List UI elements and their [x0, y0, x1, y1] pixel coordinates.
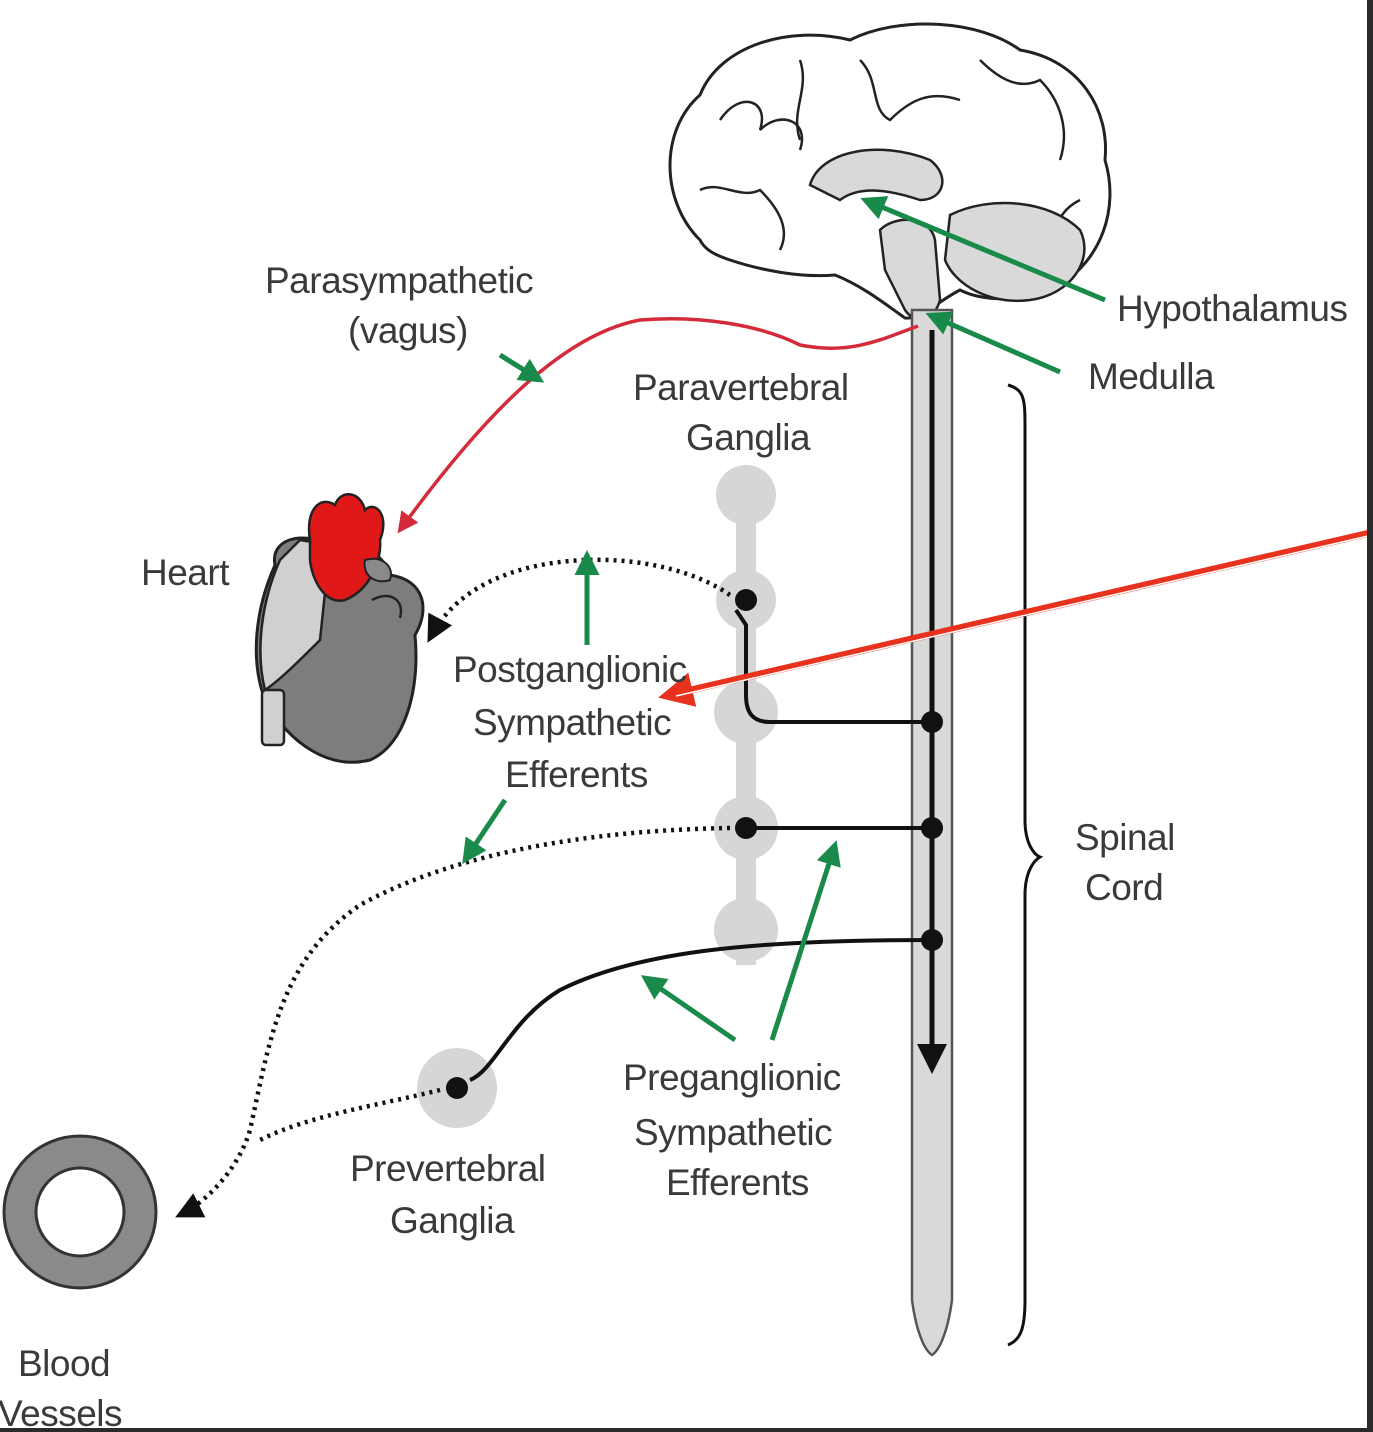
- label-postganglionic-3: Efferents: [505, 749, 648, 801]
- label-spinal-1: Spinal: [1075, 812, 1175, 864]
- label-paravertebral-1: Paravertebral: [633, 362, 849, 414]
- vagus-nerve: [400, 319, 918, 530]
- label-heart: Heart: [141, 547, 229, 599]
- label-hypothalamus: Hypothalamus: [1117, 283, 1348, 335]
- label-postganglionic-1: Postganglionic: [453, 644, 687, 696]
- label-spinal-2: Cord: [1085, 862, 1163, 914]
- label-preganglionic-1: Preganglionic: [623, 1052, 841, 1104]
- label-preganglionic-2: Sympathetic: [634, 1107, 832, 1159]
- label-postganglionic-2: Sympathetic: [473, 697, 671, 749]
- label-vessels: Vessels: [0, 1388, 122, 1432]
- frame-border-bottom: [0, 1428, 1373, 1432]
- paravertebral-ganglia-chain: [714, 465, 778, 965]
- label-vagus: (vagus): [348, 305, 468, 357]
- label-parasympathetic: Parasympathetic: [265, 255, 533, 307]
- label-prevertebral-2: Ganglia: [390, 1195, 514, 1247]
- heart-illustration: [256, 494, 423, 762]
- frame-border-right: [1367, 0, 1373, 1432]
- label-blood: Blood: [18, 1338, 110, 1390]
- label-paravertebral-2: Ganglia: [686, 412, 810, 464]
- label-preganglionic-3: Efferents: [666, 1157, 809, 1209]
- label-prevertebral-1: Prevertebral: [350, 1143, 546, 1195]
- spinal-cord-brace: [1008, 385, 1040, 1345]
- blood-vessel-ring: [4, 1136, 156, 1288]
- label-medulla: Medulla: [1088, 351, 1214, 403]
